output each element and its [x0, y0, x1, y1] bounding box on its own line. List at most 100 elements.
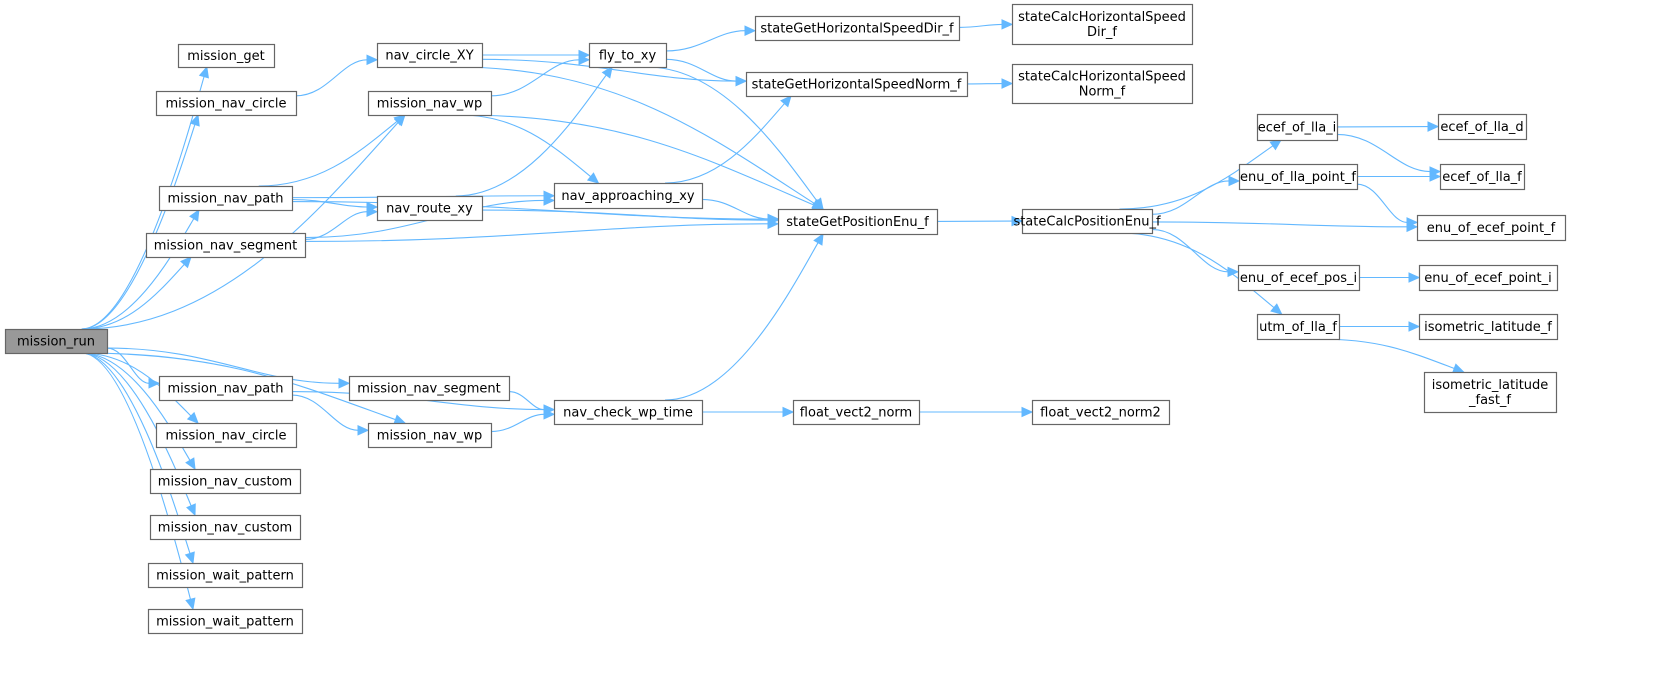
node-mission-wait-pattern-1[interactable]: mission_wait_pattern: [147, 562, 304, 589]
edge-statecalcpositionenu-f-to-enu-of-lla-point-f: [1151, 175, 1241, 215]
arrowhead-icon: [185, 457, 196, 471]
edge-mission-nav-circle-1-to-nav-circle-xy: [295, 54, 379, 97]
node-mission-nav-custom-2[interactable]: mission_nav_custom: [149, 514, 302, 541]
node-box: [367, 422, 493, 449]
edge-nav-approaching-xy-to-stategetpositionenu-f: [701, 198, 780, 225]
edge-line: [81, 352, 192, 417]
edge-line: [258, 120, 398, 187]
node-box: [1011, 63, 1194, 105]
node-mission-nav-wp-1[interactable]: mission_nav_wp: [367, 90, 493, 117]
edge-line: [664, 242, 819, 401]
edge-line: [304, 211, 368, 240]
edge-line: [508, 391, 545, 411]
node-statecalcpositionenu-f[interactable]: stateCalcPositionEnu_f: [1013, 208, 1161, 235]
node-mission-wait-pattern-2[interactable]: mission_wait_pattern: [147, 608, 304, 635]
edge-line: [291, 394, 359, 431]
node-nav-check-wp-time[interactable]: nav_check_wp_time: [553, 399, 704, 426]
node-mission-nav-path-1[interactable]: mission_nav_path: [158, 185, 294, 212]
edge-line: [455, 74, 607, 197]
arrowhead-icon: [366, 54, 379, 66]
node-label: mission_nav_custom: [158, 475, 292, 490]
node-mission-nav-path-2[interactable]: mission_nav_path: [158, 375, 294, 402]
node-box: [553, 399, 704, 426]
node-float-vect2-norm2[interactable]: float_vect2_norm2: [1031, 399, 1171, 426]
arrowhead-icon: [189, 208, 200, 222]
arrowhead-icon: [1408, 321, 1421, 332]
node-label: ecef_of_lla_f: [1442, 170, 1522, 185]
edge-line: [1151, 228, 1229, 273]
edge-nav-circle-xy-to-fly-to-xy: [482, 49, 591, 61]
node-label: mission_nav_segment: [154, 239, 298, 254]
node-label: stateCalcHorizontalSpeed: [1018, 10, 1186, 25]
node-utm-of-lla-f[interactable]: utm_of_lla_f: [1256, 313, 1341, 341]
node-label: Norm_f: [1079, 85, 1126, 100]
node-label: ecef_of_lla_d: [1440, 120, 1523, 135]
node-label: mission_nav_custom: [158, 521, 292, 536]
node-box: [1031, 399, 1171, 426]
edge-line: [481, 58, 737, 82]
node-nav-route-xy[interactable]: nav_route_xy: [376, 195, 484, 222]
node-stategethorizontalspeednorm-f[interactable]: stateGetHorizontalSpeedNorm_f: [745, 71, 969, 98]
edge-line: [81, 352, 396, 421]
edge-fly-to-xy-to-stategethorizontalspeeddir-f: [665, 25, 757, 52]
node-box: [792, 399, 921, 426]
node-label: Dir_f: [1087, 25, 1117, 40]
node-mission-get[interactable]: mission_get: [177, 43, 276, 69]
edge-line: [490, 59, 580, 97]
node-fly-to-xy[interactable]: fly_to_xy: [588, 42, 668, 69]
node-box: [376, 42, 484, 69]
node-mission-nav-segment-1[interactable]: mission_nav_segment: [145, 232, 307, 259]
node-mission-nav-circle-1[interactable]: mission_nav_circle: [155, 90, 298, 117]
arrowhead-icon: [1001, 19, 1014, 30]
arrowhead-icon: [744, 25, 757, 36]
node-mission-nav-segment-2[interactable]: mission_nav_segment: [348, 375, 511, 402]
edge-enu-of-lla-point-f-to-ecef-of-lla-f: [1357, 171, 1442, 182]
arrowhead-icon: [1011, 215, 1024, 227]
node-isometric-latitude-f[interactable]: isometric_latitude_f: [1418, 313, 1559, 341]
node-mission-nav-circle-2[interactable]: mission_nav_circle: [155, 422, 298, 449]
node-stategethorizontalspeeddir-f[interactable]: stateGetHorizontalSpeedDir_f: [754, 15, 961, 42]
edge-stategethorizontalspeeddir-f-to-statecalchorizontalspeeddir-f: [958, 19, 1014, 30]
node-ecef-of-lla-d[interactable]: ecef_of_lla_d: [1437, 113, 1528, 141]
arrowhead-icon: [601, 66, 613, 79]
node-ecef-of-lla-i[interactable]: ecef_of_lla_i: [1256, 113, 1339, 142]
node-enu-of-ecef-point-f[interactable]: enu_of_ecef_point_f: [1416, 214, 1567, 242]
node-box: [147, 562, 304, 589]
edge-mission-nav-path-2-to-mission-nav-wp-2: [291, 394, 370, 436]
node-mission-nav-wp-2[interactable]: mission_nav_wp: [367, 422, 493, 449]
node-label: mission_nav_circle: [165, 429, 286, 444]
edge-nav-route-xy-to-stategetpositionenu-f: [481, 209, 780, 226]
edge-ecef-of-lla-i-to-ecef-of-lla-d: [1336, 121, 1440, 132]
node-nav-approaching-xy[interactable]: nav_approaching_xy: [553, 182, 704, 210]
node-box: [4, 328, 109, 355]
arrowhead-icon: [1270, 303, 1283, 315]
arrowhead-icon: [543, 195, 556, 206]
edge-fly-to-xy-to-stategethorizontalspeednorm-f: [665, 58, 748, 87]
arrowhead-icon: [782, 406, 795, 418]
edge-line: [1356, 183, 1408, 223]
edge-line: [455, 66, 815, 205]
edge-layer: [81, 19, 1465, 611]
edge-line: [295, 59, 368, 97]
node-box: [1416, 214, 1567, 242]
edge-line: [304, 223, 769, 243]
node-float-vect2-norm[interactable]: float_vect2_norm: [792, 399, 921, 426]
node-mission-nav-custom-1[interactable]: mission_nav_custom: [149, 468, 302, 495]
edge-line: [665, 30, 746, 52]
node-enu-of-lla-point-f[interactable]: enu_of_lla_point_f: [1238, 163, 1359, 191]
edge-line: [481, 209, 769, 221]
node-label: stateGetPositionEnu_f: [786, 215, 929, 230]
node-box: [376, 195, 484, 222]
node-enu-of-ecef-pos-i[interactable]: enu_of_ecef_pos_i: [1237, 264, 1361, 292]
node-nav-circle-xy[interactable]: nav_circle_XY: [376, 42, 484, 69]
node-ecef-of-lla-f[interactable]: ecef_of_lla_f: [1439, 163, 1526, 191]
node-stategetpositionenu-f[interactable]: stateGetPositionEnu_f: [777, 208, 939, 236]
arrowhead-icon: [1021, 406, 1034, 418]
node-enu-of-ecef-point-i[interactable]: enu_of_ecef_point_i: [1418, 264, 1559, 292]
node-isometric-latitude-fast-f[interactable]: isometric_latitude_fast_f: [1423, 371, 1558, 414]
node-mission-run[interactable]: mission_run: [4, 328, 109, 355]
node-label: mission_nav_wp: [377, 429, 482, 444]
